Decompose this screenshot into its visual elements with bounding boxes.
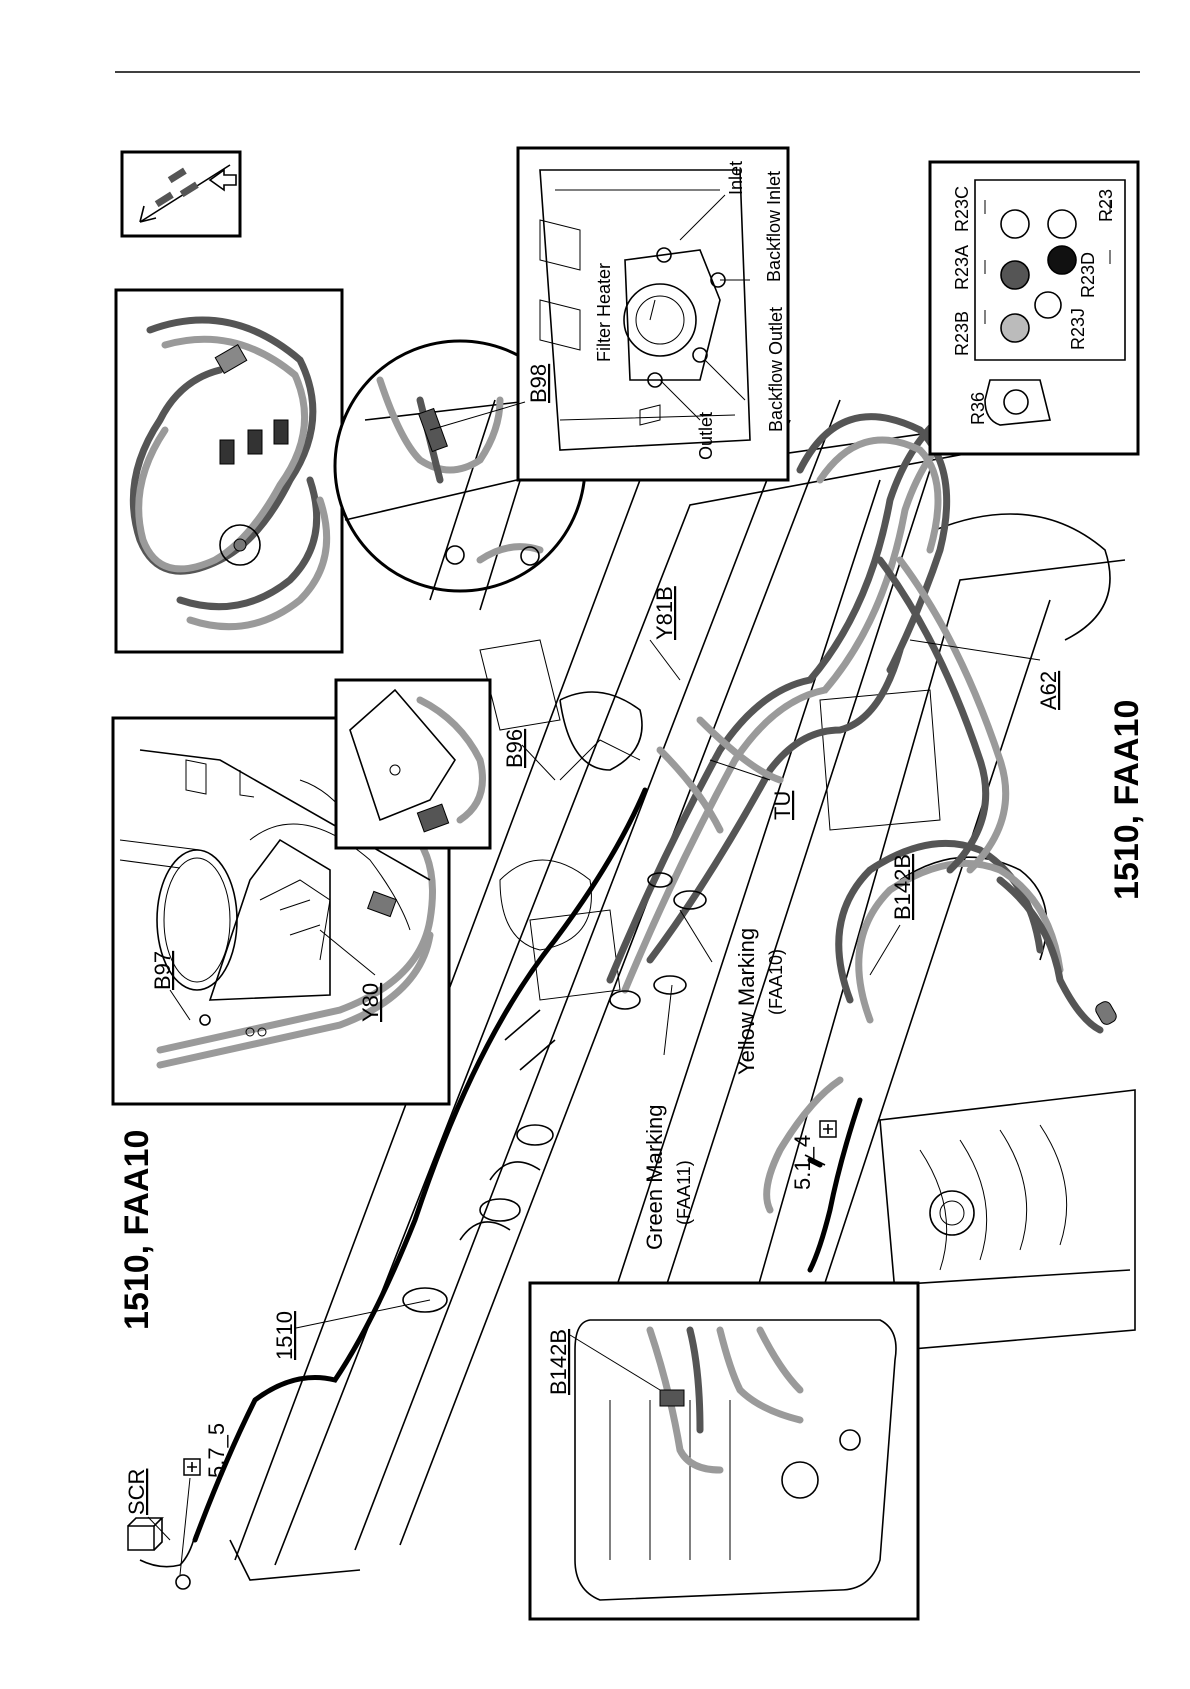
label-r23a: R23A [952, 245, 972, 290]
label-backflow-outlet: Backflow Outlet [766, 307, 786, 432]
label-r23d: R23D [1078, 252, 1098, 298]
label-outlet: Outlet [696, 412, 716, 460]
inset-harness-coil [116, 290, 342, 652]
label-filter-heater: Filter Heater [594, 263, 614, 362]
relay-r23d [1048, 246, 1076, 274]
label-a62: A62 [1036, 671, 1061, 710]
label-y80: Y80 [358, 983, 383, 1022]
label-y81b: Y81B [652, 586, 677, 640]
label-r36: R36 [968, 392, 988, 425]
label-scr: SCR [124, 1469, 149, 1515]
label-r23: R23 [1096, 189, 1116, 222]
label-b98: B98 [526, 364, 551, 403]
label-faa11: (FAA11) [674, 1160, 694, 1225]
label-backflow-inlet: Backflow Inlet [764, 171, 784, 282]
title-left: 1510, FAA10 [118, 1130, 156, 1330]
label-ground-5-7-5: 5.7_5 [204, 1423, 229, 1478]
label-b142b-bottom: B142B [546, 1329, 571, 1395]
label-1510: 1510 [272, 1311, 297, 1360]
label-r23j: R23J [1068, 308, 1088, 350]
label-r23c: R23C [952, 186, 972, 232]
direction-arrow-icon [122, 152, 240, 236]
relay-r23a [1001, 261, 1029, 289]
label-b96: B96 [502, 729, 527, 768]
relay-r23b [1001, 314, 1029, 342]
label-tu: TU [770, 791, 795, 820]
label-yellow-marking: Yellow Marking [734, 928, 759, 1075]
label-b142b-top: B142B [890, 854, 915, 920]
label-faa10: (FAA10) [766, 949, 786, 1015]
label-ground-5-1-4: 5.1_4 [790, 1135, 815, 1190]
title-right: 1510, FAA10 [1108, 700, 1146, 900]
label-inlet: Inlet [726, 161, 746, 195]
label-r23b: R23B [952, 311, 972, 356]
inset-bracket [336, 680, 490, 848]
inset-fuel-tank [530, 1283, 918, 1619]
label-b97: B97 [150, 951, 175, 990]
label-green-marking: Green Marking [642, 1104, 667, 1250]
inset-fuel-filter [518, 148, 788, 480]
